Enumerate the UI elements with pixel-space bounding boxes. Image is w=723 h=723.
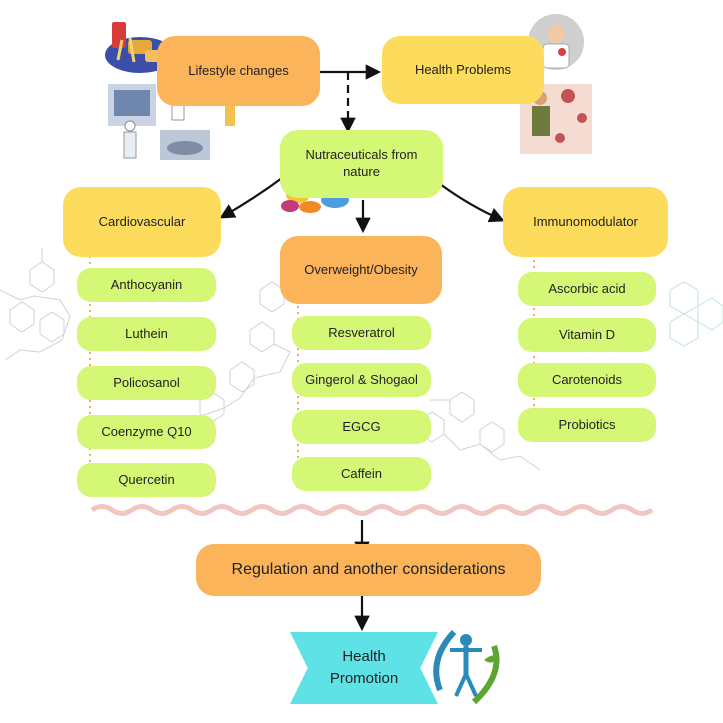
health-problems-box: Health Problems	[382, 36, 544, 104]
immuno-item-label: Ascorbic acid	[548, 280, 626, 296]
nutraceuticals-label: Nutraceuticals from nature	[305, 147, 418, 179]
obesity-item-label: Caffein	[341, 465, 382, 481]
cardio-item: Policosanol	[77, 366, 216, 400]
obesity-item-label: Resveratrol	[328, 324, 395, 340]
immuno-item-label: Vitamin D	[558, 326, 616, 342]
molecule-left	[0, 248, 71, 361]
immuno-item-label: Carotenoids	[551, 371, 623, 387]
arrow-to-cardiovascular	[219, 177, 283, 219]
lifestyle-changes-box: Lifestyle changes	[157, 36, 320, 106]
health-promotion-line1: Health	[342, 647, 386, 665]
immuno-item: Carotenoids	[518, 363, 656, 397]
cardio-item: Anthocyanin	[77, 268, 216, 302]
cardio-item-label: Coenzyme Q10	[101, 423, 192, 439]
cardio-item-label: Anthocyanin	[110, 276, 183, 292]
obesity-label: Overweight/Obesity	[304, 261, 418, 277]
obesity-item: EGCG	[292, 410, 431, 444]
molecule-right	[669, 281, 723, 347]
obesity-item: Resveratrol	[292, 316, 431, 350]
lifestyle-changes-label: Lifestyle changes	[188, 62, 289, 78]
arrow-to-immunomodulator	[439, 183, 505, 223]
regulation-label: Regulation and another considerations	[231, 560, 506, 578]
cardiovascular-label: Cardiovascular	[98, 213, 186, 229]
immuno-item: Vitamin D	[518, 318, 656, 352]
cardio-item: Coenzyme Q10	[77, 415, 216, 449]
cardio-item-label: Luthein	[125, 325, 168, 341]
cardiovascular-box: Cardiovascular	[63, 187, 221, 257]
wave-divider	[90, 504, 654, 516]
fitness-person-icon	[433, 629, 500, 705]
immuno-item: Probiotics	[518, 408, 656, 442]
obesity-item-label: EGCG	[342, 418, 381, 434]
obesity-item-label: Gingerol & Shogaol	[305, 371, 418, 387]
health-promotion-ribbon: Health Promotion	[290, 632, 438, 704]
immuno-item: Ascorbic acid	[518, 272, 656, 306]
cardio-item-label: Quercetin	[118, 471, 175, 487]
sick-people-icon	[123, 120, 210, 160]
health-promotion-line2: Promotion	[329, 670, 399, 687]
obesity-item: Caffein	[292, 457, 431, 491]
cardio-item: Luthein	[77, 317, 216, 351]
health-problems-label: Health Problems	[414, 61, 512, 77]
immunomodulator-label: Immunomodulator	[533, 213, 638, 229]
obesity-item: Gingerol & Shogaol	[292, 363, 431, 397]
immuno-item-label: Probiotics	[558, 416, 616, 432]
immunomodulator-box: Immunomodulator	[503, 187, 668, 257]
cardio-item-label: Policosanol	[113, 374, 180, 390]
nutraceuticals-box: Nutraceuticals from nature	[280, 130, 443, 198]
regulation-box: Regulation and another considerations	[196, 544, 541, 596]
molecule-middle-left	[189, 281, 291, 423]
obesity-box: Overweight/Obesity	[280, 236, 442, 304]
cardio-item: Quercetin	[77, 463, 216, 497]
